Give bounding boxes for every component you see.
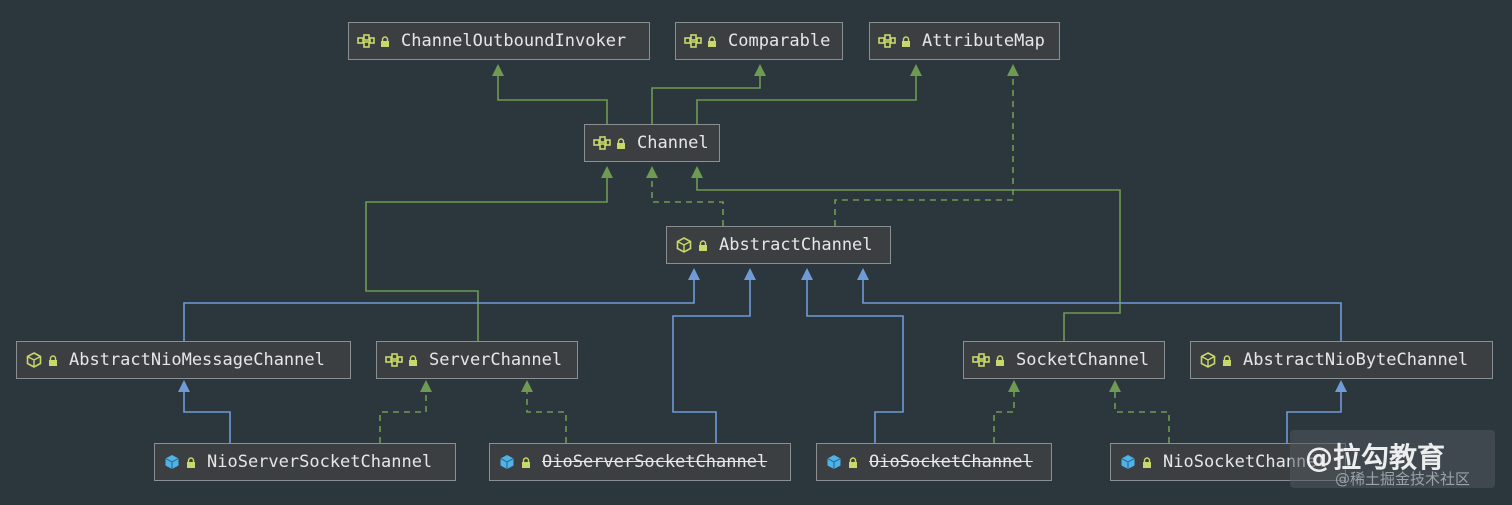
class-icon [498, 453, 516, 471]
interface-icon [593, 134, 611, 152]
interface-icon [684, 32, 702, 50]
edge-channel-to-comparable [651, 74, 761, 124]
lock-icon [520, 455, 532, 469]
node-label: Channel [637, 133, 709, 153]
watermark-sub: @稀土掘金技术社区 [1335, 470, 1471, 488]
node-label: NioServerSocketChannel [207, 452, 433, 472]
edge-nioserver-to-serverchannel [379, 390, 427, 443]
node-attribute-map[interactable]: AttributeMap [869, 22, 1060, 60]
node-label: AbstractNioByteChannel [1243, 350, 1469, 370]
edge-niosocket-to-socketchannel [1114, 390, 1170, 443]
node-label: ServerChannel [429, 350, 563, 370]
lock-icon [994, 353, 1006, 367]
node-label: OioServerSocketChannel [542, 452, 768, 472]
node-label: AttributeMap [922, 31, 1045, 51]
lock-icon [407, 353, 419, 367]
edge-nio-byte-to-abstractchannel [862, 278, 1342, 341]
edge-serverchannel-to-channel [365, 176, 608, 341]
lock-icon [47, 353, 59, 367]
node-oio-server-socket-channel[interactable]: OioServerSocketChannel [489, 443, 791, 481]
edge-abstractchannel-to-channel [651, 176, 724, 226]
lock-icon [615, 136, 627, 150]
edge-oiosocket-to-socketchannel [993, 390, 1015, 443]
node-abstract-nio-message-channel[interactable]: AbstractNioMessageChannel [16, 341, 351, 379]
lock-icon [185, 455, 197, 469]
node-server-channel[interactable]: ServerChannel [376, 341, 578, 379]
edge-oioserver-to-abstractchannel [672, 278, 751, 443]
lock-icon [706, 34, 718, 48]
class-icon [1119, 453, 1137, 471]
edge-nio-message-to-abstractchannel [183, 278, 695, 341]
watermark-backdrop [1290, 430, 1495, 488]
abstract-class-icon [675, 236, 693, 254]
lock-icon [847, 455, 859, 469]
lock-icon [900, 34, 912, 48]
node-label: OioSocketChannel [869, 452, 1033, 472]
edge-abstractchannel-to-attributemap [834, 74, 1014, 226]
class-icon [825, 453, 843, 471]
lock-icon [1141, 455, 1153, 469]
node-label: ChannelOutboundInvoker [401, 31, 627, 51]
edge-oiosocket-to-abstractchannel [806, 278, 904, 443]
lock-icon [379, 34, 391, 48]
node-label: NioSocketChannel [1163, 452, 1327, 472]
node-abstract-nio-byte-channel[interactable]: AbstractNioByteChannel [1190, 341, 1493, 379]
node-channel[interactable]: Channel [584, 124, 720, 162]
node-socket-channel[interactable]: SocketChannel [963, 341, 1165, 379]
edge-channel-to-attributemap [696, 74, 917, 124]
node-label: AbstractNioMessageChannel [69, 350, 325, 370]
node-label: SocketChannel [1016, 350, 1150, 370]
edge-socketchannel-to-channel [696, 176, 1121, 341]
node-label: Comparable [728, 31, 831, 51]
interface-icon [878, 32, 896, 50]
node-nio-server-socket-channel[interactable]: NioServerSocketChannel [154, 443, 456, 481]
interface-icon [357, 32, 375, 50]
node-oio-socket-channel[interactable]: OioSocketChannel [816, 443, 1052, 481]
interface-icon [385, 351, 403, 369]
node-label: AbstractChannel [719, 235, 873, 255]
abstract-class-icon [1199, 351, 1217, 369]
class-icon [163, 453, 181, 471]
node-comparable[interactable]: Comparable [675, 22, 843, 60]
node-abstract-channel[interactable]: AbstractChannel [666, 226, 891, 264]
node-channel-outbound-invoker[interactable]: ChannelOutboundInvoker [348, 22, 650, 60]
edge-channel-to-outbound [497, 74, 608, 124]
edge-niosocket-to-niobyte [1286, 390, 1342, 443]
lock-icon [1221, 353, 1233, 367]
interface-icon [972, 351, 990, 369]
edge-nioserver-to-niomessage [183, 390, 231, 443]
arrowheads [178, 64, 1347, 392]
abstract-class-icon [25, 351, 43, 369]
watermark-main: @拉勾教育 [1305, 441, 1446, 474]
lock-icon [697, 238, 709, 252]
edge-oioserver-to-serverchannel [526, 390, 567, 443]
